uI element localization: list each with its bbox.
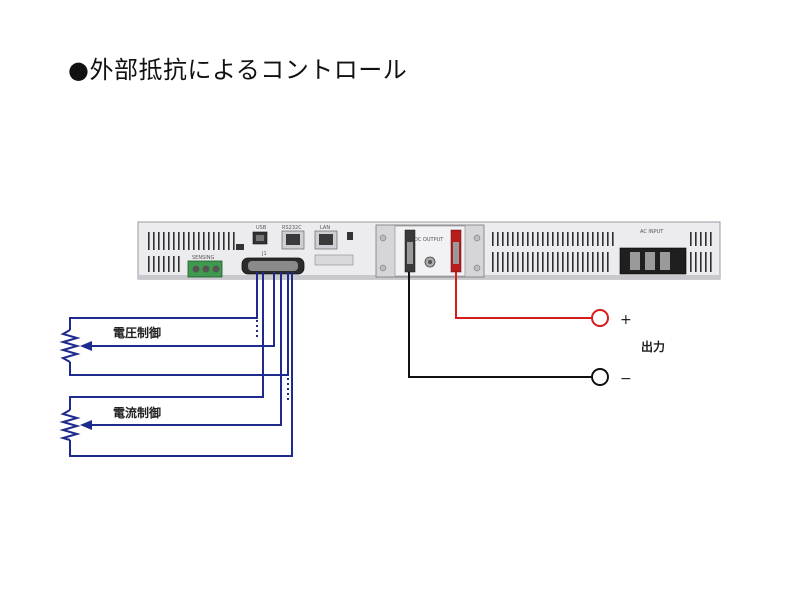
right-vent	[492, 232, 712, 272]
current-control-wire-top	[69, 272, 264, 410]
usb-port: USB	[252, 225, 268, 245]
rs232c-port: RS232C	[281, 225, 305, 250]
sensing-terminal: SENSING	[187, 255, 223, 278]
page-title: ●外部抵抗によるコントロール	[68, 56, 408, 84]
voltage-control-label: 電圧制御	[113, 325, 161, 340]
negative-output-terminal	[591, 368, 609, 386]
current-potentiometer	[59, 409, 92, 441]
voltage-control-wire-bottom	[69, 272, 289, 376]
voltage-control-wire-top	[69, 272, 258, 330]
positive-output-terminal	[591, 309, 609, 327]
lan-port: LAN	[314, 225, 338, 250]
left-vent	[148, 232, 235, 272]
current-control-label: 電流制御	[113, 405, 161, 420]
dc-output-block: DC OUTPUT	[375, 224, 485, 278]
lan-label: LAN	[320, 225, 330, 231]
minus-sign: −	[620, 371, 632, 387]
rs232c-label: RS232C	[282, 225, 302, 231]
current-control-wiper-wire	[90, 272, 282, 426]
dotted-jumpers	[256, 320, 289, 400]
negative-output-wire	[408, 272, 592, 378]
positive-output-wire	[455, 272, 592, 319]
j1-connector: J1	[241, 251, 305, 275]
current-wiper-arrow	[80, 420, 92, 430]
plus-sign: +	[620, 312, 632, 328]
power-supply-rear-panel: SENSING USB RS232C LAN J1	[137, 221, 721, 280]
voltage-potentiometer	[59, 329, 92, 363]
output-label: 出力	[641, 339, 665, 354]
ac-input-terminal: AC INPUT	[619, 229, 687, 275]
voltage-wiper-arrow	[80, 341, 92, 351]
control-wiring	[69, 272, 293, 457]
dc-output-label: DC OUTPUT	[414, 237, 444, 243]
current-control-wire-bottom	[69, 272, 293, 457]
ac-input-label: AC INPUT	[640, 229, 664, 235]
j1-label: J1	[261, 251, 267, 257]
usb-label: USB	[256, 225, 267, 231]
sensing-label: SENSING	[192, 255, 214, 261]
voltage-control-wiper-wire	[90, 272, 275, 347]
